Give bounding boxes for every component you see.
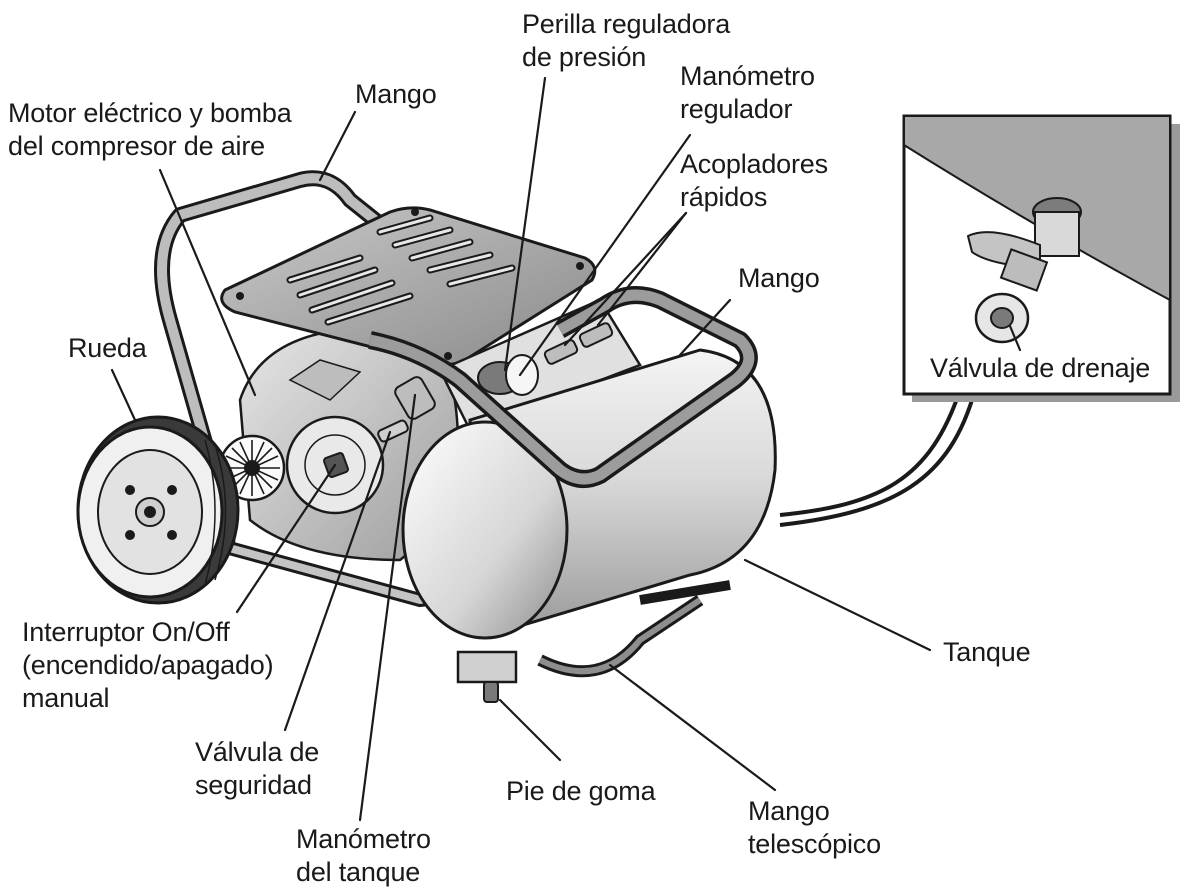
label-mango-right: Mango xyxy=(738,263,820,293)
safety-valve xyxy=(377,419,409,443)
label-pie-de-goma: Pie de goma xyxy=(506,776,656,806)
label-tanque: Tanque xyxy=(943,637,1031,667)
leader-lines xyxy=(110,76,1022,822)
quick-coupler-2 xyxy=(578,322,614,348)
label-valvula-drenaje: Válvula de drenaje xyxy=(930,353,1151,383)
wheel xyxy=(76,415,240,605)
tank xyxy=(401,348,777,640)
rubber-foot xyxy=(456,650,518,703)
telescopic-handle xyxy=(537,580,731,678)
drain-hose-inner xyxy=(779,389,977,527)
label-interruptor: Interruptor On/Off(encendido/apagado)man… xyxy=(22,617,274,713)
quick-coupler-1 xyxy=(543,339,579,365)
top-cover xyxy=(220,206,597,367)
label-rueda: Rueda xyxy=(68,333,147,363)
front-handle xyxy=(368,286,758,488)
drain-hose xyxy=(779,389,962,517)
label-mango-top: Mango xyxy=(355,79,437,109)
drain-valve-icon xyxy=(966,197,1082,344)
drain-valve-inset xyxy=(902,114,1180,402)
regulator-gauge xyxy=(505,354,539,396)
